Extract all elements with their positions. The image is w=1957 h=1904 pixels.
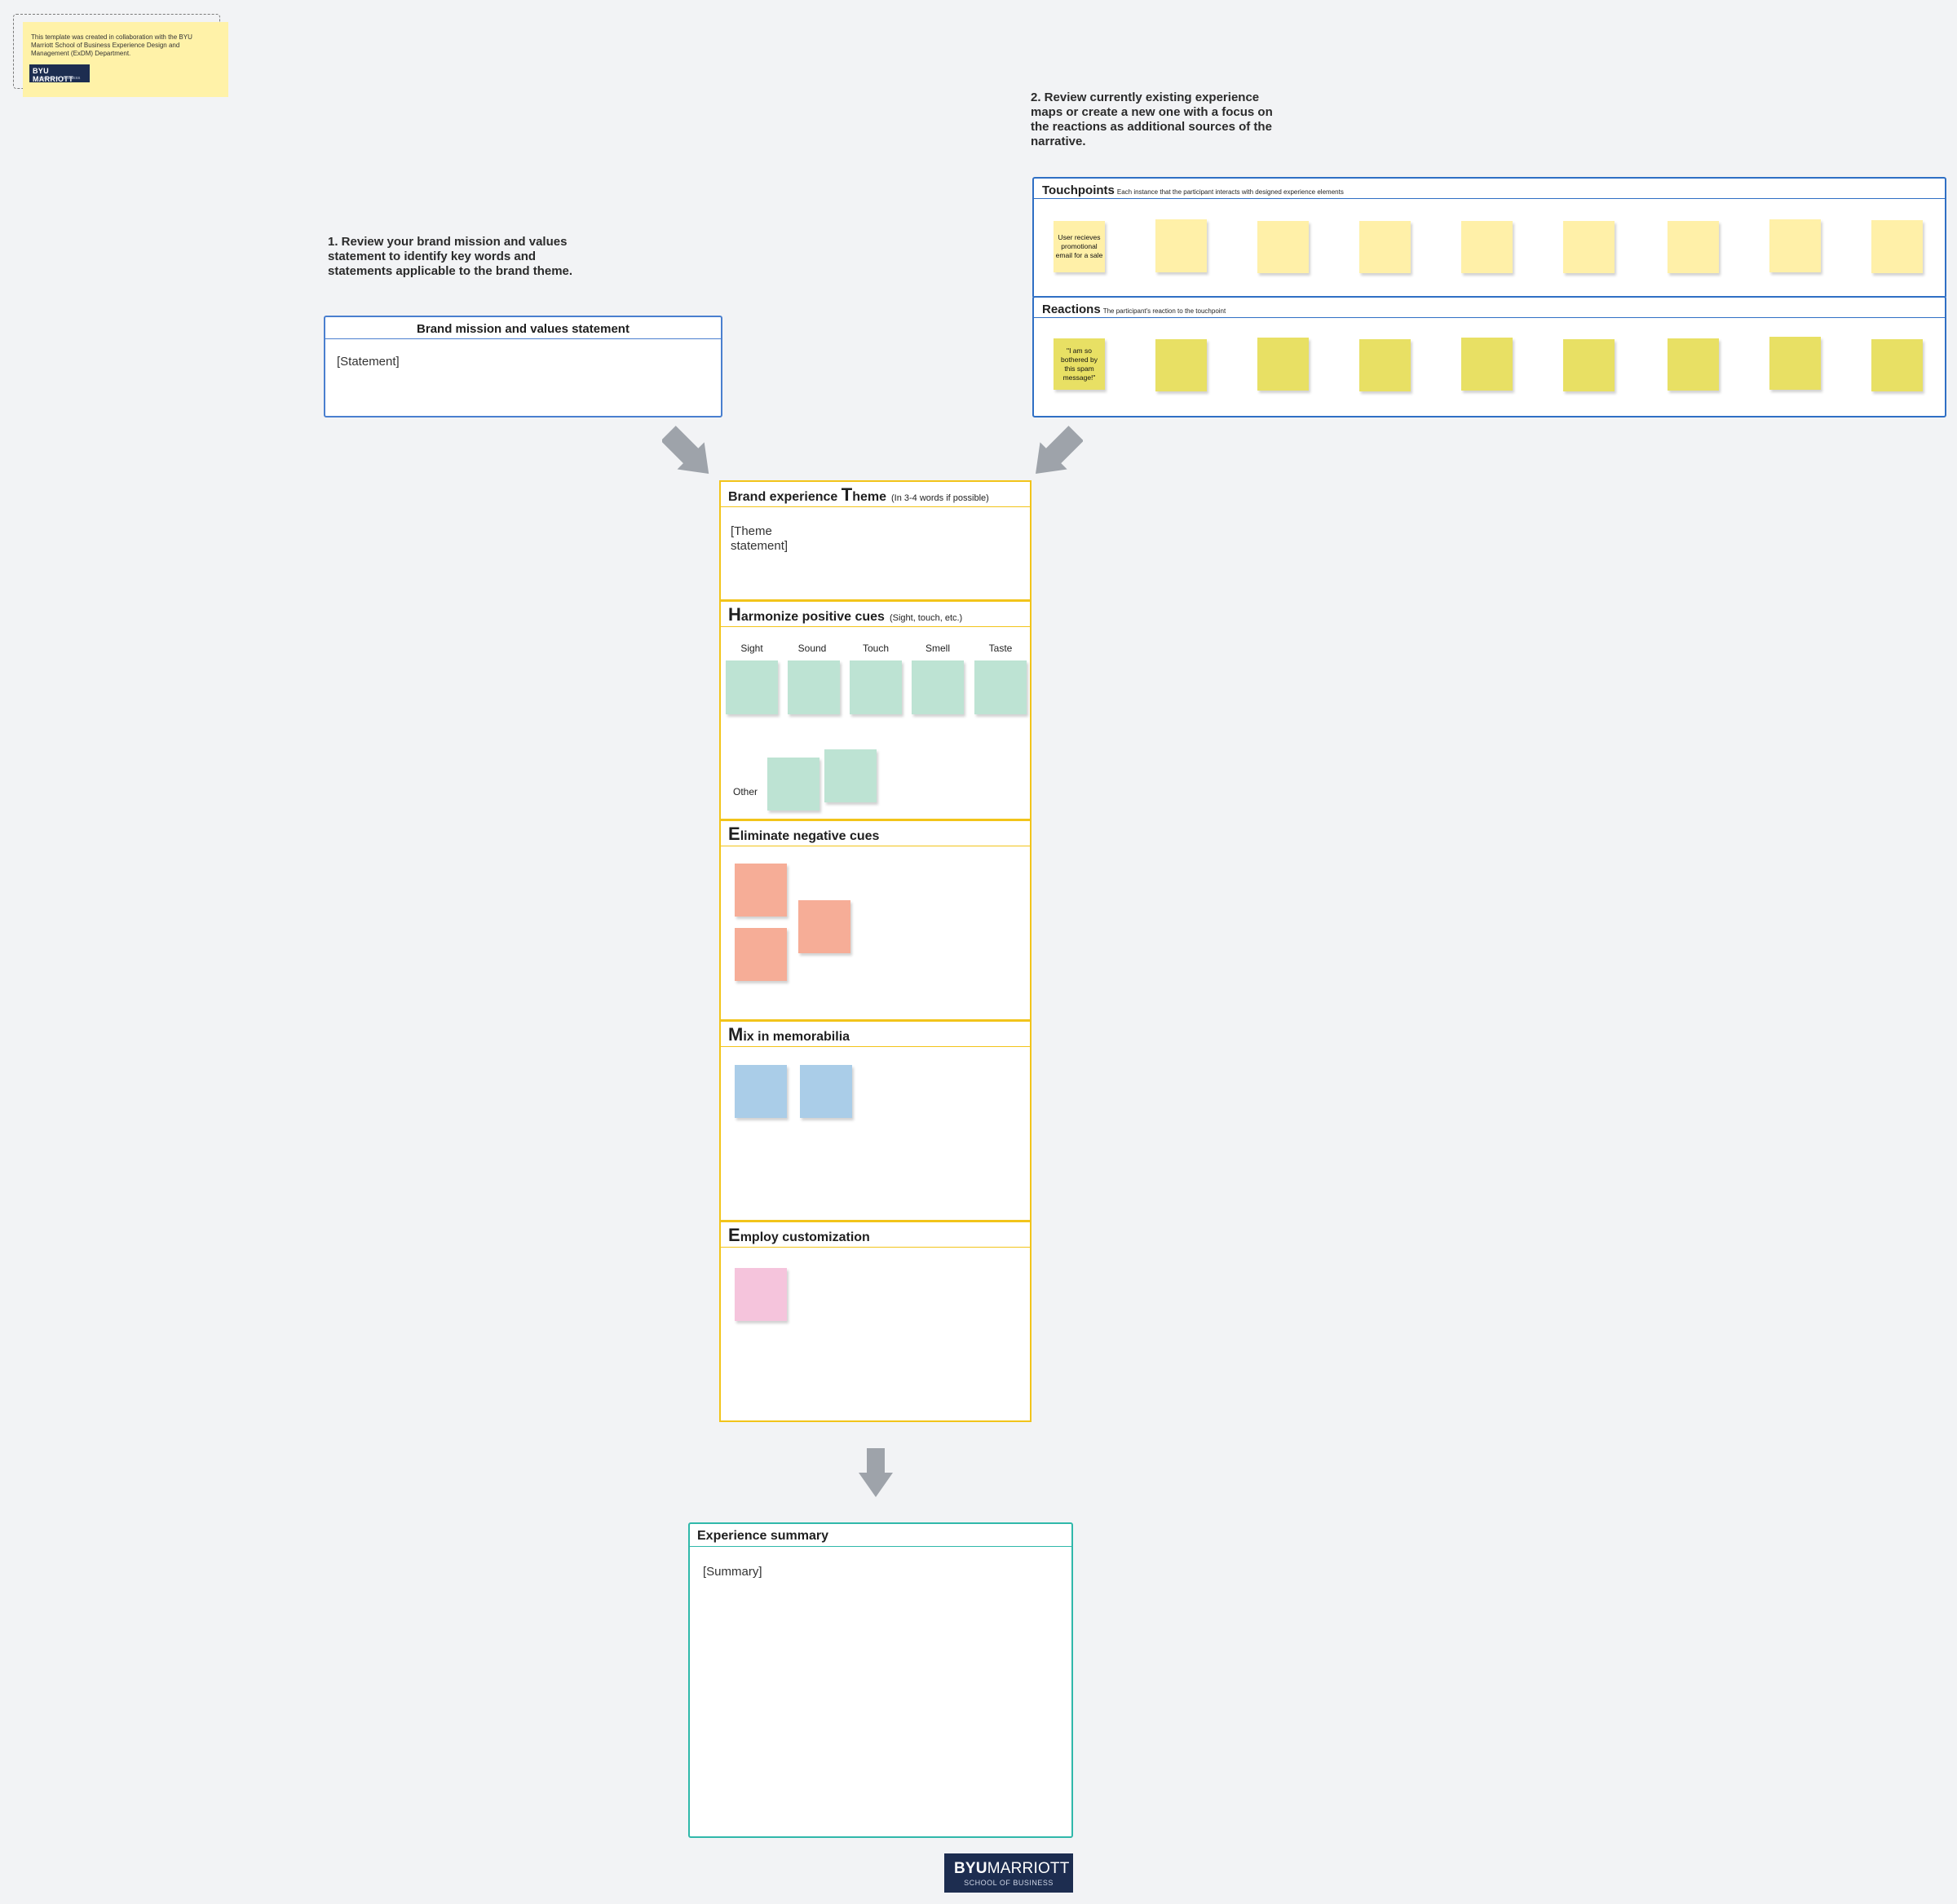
reactions-title: Reactions — [1042, 303, 1101, 316]
theme-divider — [721, 506, 1030, 507]
positive-cue-sticky-sight[interactable] — [726, 660, 778, 714]
arrow-down-right-icon — [662, 426, 709, 475]
theme-section[interactable]: Brand experience Theme (In 3-4 words if p… — [719, 480, 1032, 601]
mix-title: Mix in memorabilia — [728, 1024, 850, 1045]
positive-cue-sticky-other[interactable] — [767, 758, 819, 811]
eliminate-section[interactable]: Eliminate negative cues — [719, 819, 1032, 1021]
harmonize-subtitle: (Sight, touch, etc.) — [889, 613, 963, 623]
arrow-down-icon — [859, 1448, 893, 1497]
employ-divider — [721, 1247, 1030, 1248]
memorabilia-sticky[interactable] — [735, 1065, 787, 1118]
mix-title-rest: ix in memorabilia — [743, 1030, 850, 1044]
arrow-down-left-icon — [1036, 426, 1083, 475]
sense-label-touch: Touch — [862, 643, 890, 654]
reaction-sticky-note[interactable] — [1155, 339, 1207, 391]
step2-instruction: 2. Review currently existing experience … — [1031, 91, 1273, 148]
logo-small-title: BYU MARRIOTT — [33, 67, 73, 83]
summary-placeholder[interactable]: [Summary] — [703, 1565, 762, 1579]
touchpoint-sticky-note[interactable] — [1871, 220, 1923, 273]
reaction-sticky-note[interactable] — [1461, 338, 1513, 391]
employ-title-cap: E — [728, 1225, 740, 1245]
logo-title: BYUMARRIOTT — [954, 1860, 1070, 1878]
mix-divider — [721, 1046, 1030, 1047]
touchpoint-sticky-note[interactable] — [1668, 221, 1719, 273]
reactions-subtitle: The participant's reaction to the touchp… — [1102, 307, 1226, 315]
touchpoint-sticky-note[interactable] — [1461, 221, 1513, 273]
theme-subtitle: (In 3-4 words if possible) — [890, 493, 989, 503]
positive-cue-sticky-smell[interactable] — [912, 660, 964, 714]
theme-title-rest: heme — [852, 490, 886, 504]
mission-divider — [325, 338, 721, 339]
touchpoints-title: Touchpoints — [1042, 183, 1115, 197]
touchpoint-sticky-note[interactable] — [1563, 221, 1615, 273]
theme-placeholder[interactable]: [Theme statement] — [731, 524, 789, 553]
negative-cue-sticky[interactable] — [798, 900, 850, 953]
reaction-sticky-note[interactable] — [1668, 338, 1719, 391]
logo-title-rest: MARRIOTT — [987, 1860, 1070, 1877]
sense-label-taste: Taste — [988, 643, 1013, 654]
logo-title-bold: BYU — [954, 1860, 987, 1877]
sense-label-sound: Sound — [797, 643, 827, 654]
eliminate-title: Eliminate negative cues — [728, 824, 879, 845]
reaction-sticky-note[interactable] — [1563, 339, 1615, 391]
mission-statement-box[interactable]: Brand mission and values statement [Stat… — [324, 316, 722, 417]
negative-cue-sticky[interactable] — [735, 928, 787, 981]
harmonize-title: Harmonize positive cues (Sight, touch, et… — [728, 604, 962, 625]
summary-title: Experience summary — [697, 1529, 828, 1543]
theme-title: Brand experience Theme (In 3-4 words if p… — [728, 484, 989, 506]
reaction-sticky-note[interactable]: "I am so bothered by this spam message!" — [1054, 338, 1105, 390]
mix-title-cap: M — [728, 1024, 744, 1045]
positive-cue-sticky-touch[interactable] — [850, 660, 902, 714]
summary-divider — [690, 1546, 1071, 1547]
eliminate-title-rest: liminate negative cues — [740, 829, 880, 843]
theme-title-cap: T — [841, 484, 853, 505]
experience-summary-box[interactable]: Experience summary [Summary] — [688, 1522, 1073, 1838]
touchpoint-sticky-note[interactable] — [1359, 221, 1411, 273]
byu-logo-small: BYU MARRIOTT SCHOOL OF BUSINESS — [29, 64, 90, 83]
theme-title-prefix: Brand experience — [728, 490, 842, 504]
memorabilia-sticky[interactable] — [800, 1065, 852, 1118]
mission-placeholder[interactable]: [Statement] — [337, 355, 400, 369]
logo-subtitle: SCHOOL OF BUSINESS — [964, 1879, 1054, 1887]
logo-small-subtitle: SCHOOL OF BUSINESS — [39, 76, 81, 80]
harmonize-title-rest: armonize positive cues — [740, 610, 885, 624]
touchpoint-sticky-note[interactable] — [1257, 221, 1309, 273]
sense-label-smell: Smell — [925, 643, 950, 654]
harmonize-title-cap: H — [728, 604, 741, 625]
harmonize-divider — [721, 626, 1030, 627]
mission-title: Brand mission and values statement — [417, 322, 630, 336]
employ-title-rest: mploy customization — [740, 1230, 870, 1244]
eliminate-title-cap: E — [728, 824, 740, 844]
byu-marriott-logo: BYUMARRIOTT SCHOOL OF BUSINESS — [944, 1853, 1073, 1893]
customization-sticky[interactable] — [735, 1268, 787, 1321]
negative-cue-sticky[interactable] — [735, 864, 787, 917]
template-note[interactable]: This template was created in collaborati… — [23, 22, 228, 97]
positive-cue-sticky-sound[interactable] — [788, 660, 840, 714]
touchpoints-subtitle: Each instance that the participant inter… — [1116, 188, 1344, 196]
employ-title: Employ customization — [728, 1225, 870, 1246]
touchpoint-sticky-note[interactable]: User recieves promotional email for a sa… — [1054, 221, 1105, 272]
employ-section[interactable]: Employ customization — [719, 1221, 1032, 1422]
reaction-sticky-note[interactable] — [1769, 337, 1821, 390]
touchpoint-note-text: User recieves promotional email for a sa… — [1055, 233, 1103, 259]
touchpoint-sticky-note[interactable] — [1769, 219, 1821, 272]
reaction-sticky-note[interactable] — [1359, 339, 1411, 391]
reaction-note-text: "I am so bothered by this spam message!" — [1061, 346, 1098, 382]
other-label: Other — [733, 786, 758, 797]
mix-section[interactable]: Mix in memorabilia — [719, 1020, 1032, 1221]
reaction-sticky-note[interactable] — [1257, 338, 1309, 391]
touchpoints-divider — [1034, 198, 1945, 199]
reactions-divider — [1034, 317, 1945, 318]
positive-cue-sticky-taste[interactable] — [974, 660, 1027, 714]
positive-cue-sticky-other[interactable] — [824, 749, 877, 802]
template-note-text: This template was created in collaborati… — [31, 33, 192, 57]
touchpoint-sticky-note[interactable] — [1155, 219, 1207, 272]
step1-instruction: 1. Review your brand mission and values … — [328, 235, 573, 278]
reaction-sticky-note[interactable] — [1871, 339, 1923, 391]
sense-label-sight: Sight — [740, 643, 763, 654]
